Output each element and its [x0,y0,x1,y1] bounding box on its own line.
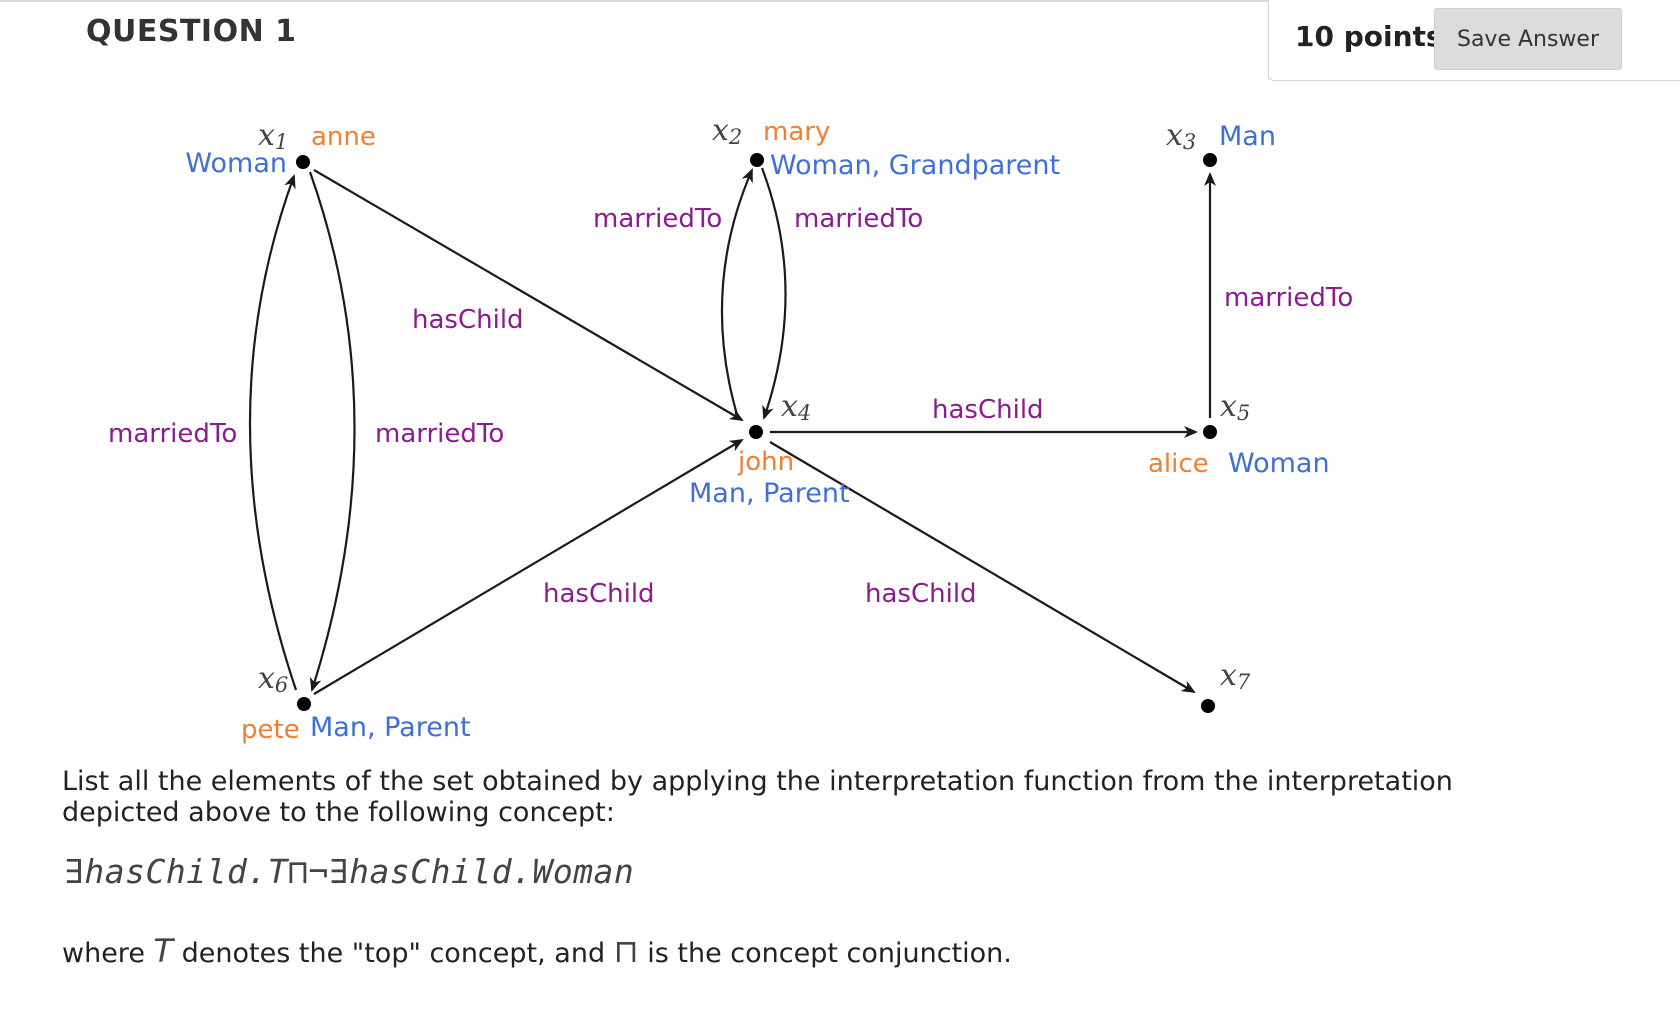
footnote: where T denotes the "top" concept, and ⊓… [62,932,1012,970]
edge-label-x5-x3: marriedTo [1224,283,1353,313]
node-x5-dot [1203,425,1217,439]
node-x1-individual: anne [311,122,376,152]
edge-x1-x6-marriedto [308,171,356,692]
node-x3-concepts: Man [1219,121,1276,152]
edge-label-x4-x2: marriedTo [593,204,722,234]
top-divider [0,0,1680,2]
edge-x4-x2-marriedto [720,168,754,419]
footnote-middle: denotes the "top" concept, and [181,938,606,969]
edge-label-x2-x4: marriedTo [794,204,923,234]
node-x1-dot [296,155,310,169]
edge-label-x4-x7: hasChild [865,579,977,609]
interpretation-graph: hasChild hasChild hasChild hasChild marr… [108,113,1353,745]
points-panel: 10 points Save Answer [1268,0,1680,81]
node-x2-concepts: Woman, Grandparent [770,150,1060,181]
node-x5-individual: alice [1148,449,1209,479]
node-x6-concepts: Man, Parent [310,712,471,743]
edge-x6-x1-marriedto [248,174,298,691]
conjunction-symbol: ⊓ [613,932,639,970]
node-x1-concepts: Woman [185,148,287,179]
node-x2-dot [750,153,764,167]
save-answer-button[interactable]: Save Answer [1434,8,1622,70]
edge-x1-x4-haschild [313,169,744,422]
points-label: 10 points [1295,20,1443,53]
node-x7-dot [1201,699,1215,713]
edge-label-x1-x4: hasChild [412,305,524,335]
question-prompt: List all the elements of the set obtaine… [62,766,1453,828]
node-x2-variable: x2 [712,113,742,149]
node-x6-individual: pete [241,715,300,745]
edge-label-x4-x5: hasChild [932,395,1044,425]
question-title: QUESTION 1 [86,14,297,49]
node-x4-dot [749,425,763,439]
node-x1-variable: x1 [258,118,288,154]
node-x3-variable: x3 [1166,118,1196,154]
edge-label-x6-x1: marriedTo [108,419,237,449]
node-x4-variable: x4 [781,389,811,425]
top-symbol: T [153,932,174,970]
footnote-end: is the concept conjunction. [647,938,1012,969]
node-x4-concepts: Man, Parent [689,478,850,509]
footnote-where: where [62,938,145,969]
edge-labels: hasChild hasChild hasChild hasChild marr… [108,204,1353,609]
edges [248,167,1216,695]
node-x5-concepts: Woman [1228,448,1330,479]
edge-label-x6-x4: hasChild [543,579,655,609]
nodes: x1 anne Woman x2 mary Woman, Grandparent… [185,113,1329,745]
concept-formula: ∃hasChild.T⊓¬∃hasChild.Woman [64,852,635,891]
node-x3-dot [1203,153,1217,167]
node-x5-variable: x5 [1220,389,1250,425]
node-x6-variable: x6 [258,661,288,697]
node-x6-dot [297,697,311,711]
edge-label-x1-x6: marriedTo [375,419,504,449]
edge-x2-x4-marriedto [760,167,787,420]
node-x4-individual: john [737,447,794,477]
node-x7-variable: x7 [1220,658,1251,694]
edge-x4-x7-haschild [769,441,1196,694]
edge-x6-x4-haschild [313,438,744,695]
node-x2-individual: mary [763,117,830,147]
